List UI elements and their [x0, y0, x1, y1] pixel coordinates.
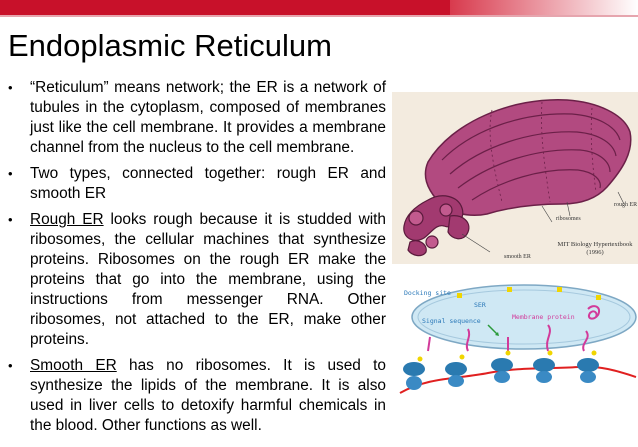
er-membrane-diagram: Docking site SER Signal sequence Membran…: [398, 273, 638, 445]
image-caption: MIT Biology Hypertextbook (1996): [555, 241, 635, 257]
bullet-text: looks rough because it is studded with r…: [30, 211, 386, 348]
docking-site-markers: [457, 287, 601, 300]
smooth-er-label: smooth ER: [504, 254, 531, 260]
er-illustration: rough ER ribosomes smooth ER: [392, 92, 638, 264]
bullet-dot-icon: •: [8, 166, 13, 181]
caption-line-2: (1996): [586, 249, 604, 256]
top-bar-line: [0, 15, 638, 17]
bullet-item: • “Reticulum” means network; the ER is a…: [8, 78, 386, 158]
er-membrane-diagram-svg: Docking site SER Signal sequence Membran…: [399, 284, 637, 394]
smooth-er-shape: [403, 195, 470, 257]
ser-label: SER: [474, 301, 486, 309]
er-illustration-svg: rough ER ribosomes smooth ER: [403, 99, 637, 260]
rough-er-shape: [424, 99, 632, 216]
slide-title: Endoplasmic Reticulum: [8, 28, 332, 63]
bullet-item: • Smooth ER has no ribosomes. It is used…: [8, 356, 386, 436]
bullet-text: “Reticulum” means network; the ER is a n…: [30, 79, 386, 156]
docking-site-label: Docking site: [404, 289, 451, 297]
peptide-strands: [427, 324, 589, 352]
bullet-dot-icon: •: [8, 80, 13, 95]
bullet-text: has no ribosomes. It is used to synthesi…: [30, 357, 386, 434]
top-bar-gradient: [450, 0, 638, 15]
bullet-item: • Rough ER looks rough because it is stu…: [8, 210, 386, 350]
signal-sequence-label: Signal sequence: [422, 317, 481, 325]
membrane-protein-label: Membrane protein: [512, 313, 575, 321]
bullet-dot-icon: •: [8, 212, 13, 227]
ribosome-group: [403, 358, 599, 390]
slide-top-bar: [0, 0, 638, 20]
mrna-strand: [399, 365, 637, 394]
bullet-text: Two types, connected together: rough ER …: [30, 165, 386, 202]
top-bar-red: [0, 0, 450, 15]
ribosomes-label: ribosomes: [556, 216, 581, 222]
caption-line-1: MIT Biology Hypertextbook: [557, 241, 633, 248]
bullet-dot-icon: •: [8, 358, 13, 373]
rough-er-label: rough ER: [614, 202, 637, 208]
rough-er-term: Rough ER: [30, 211, 104, 228]
bullet-item: • Two types, connected together: rough E…: [8, 164, 386, 204]
smooth-er-term: Smooth ER: [30, 357, 117, 374]
bullet-list: • “Reticulum” means network; the ER is a…: [8, 78, 386, 442]
